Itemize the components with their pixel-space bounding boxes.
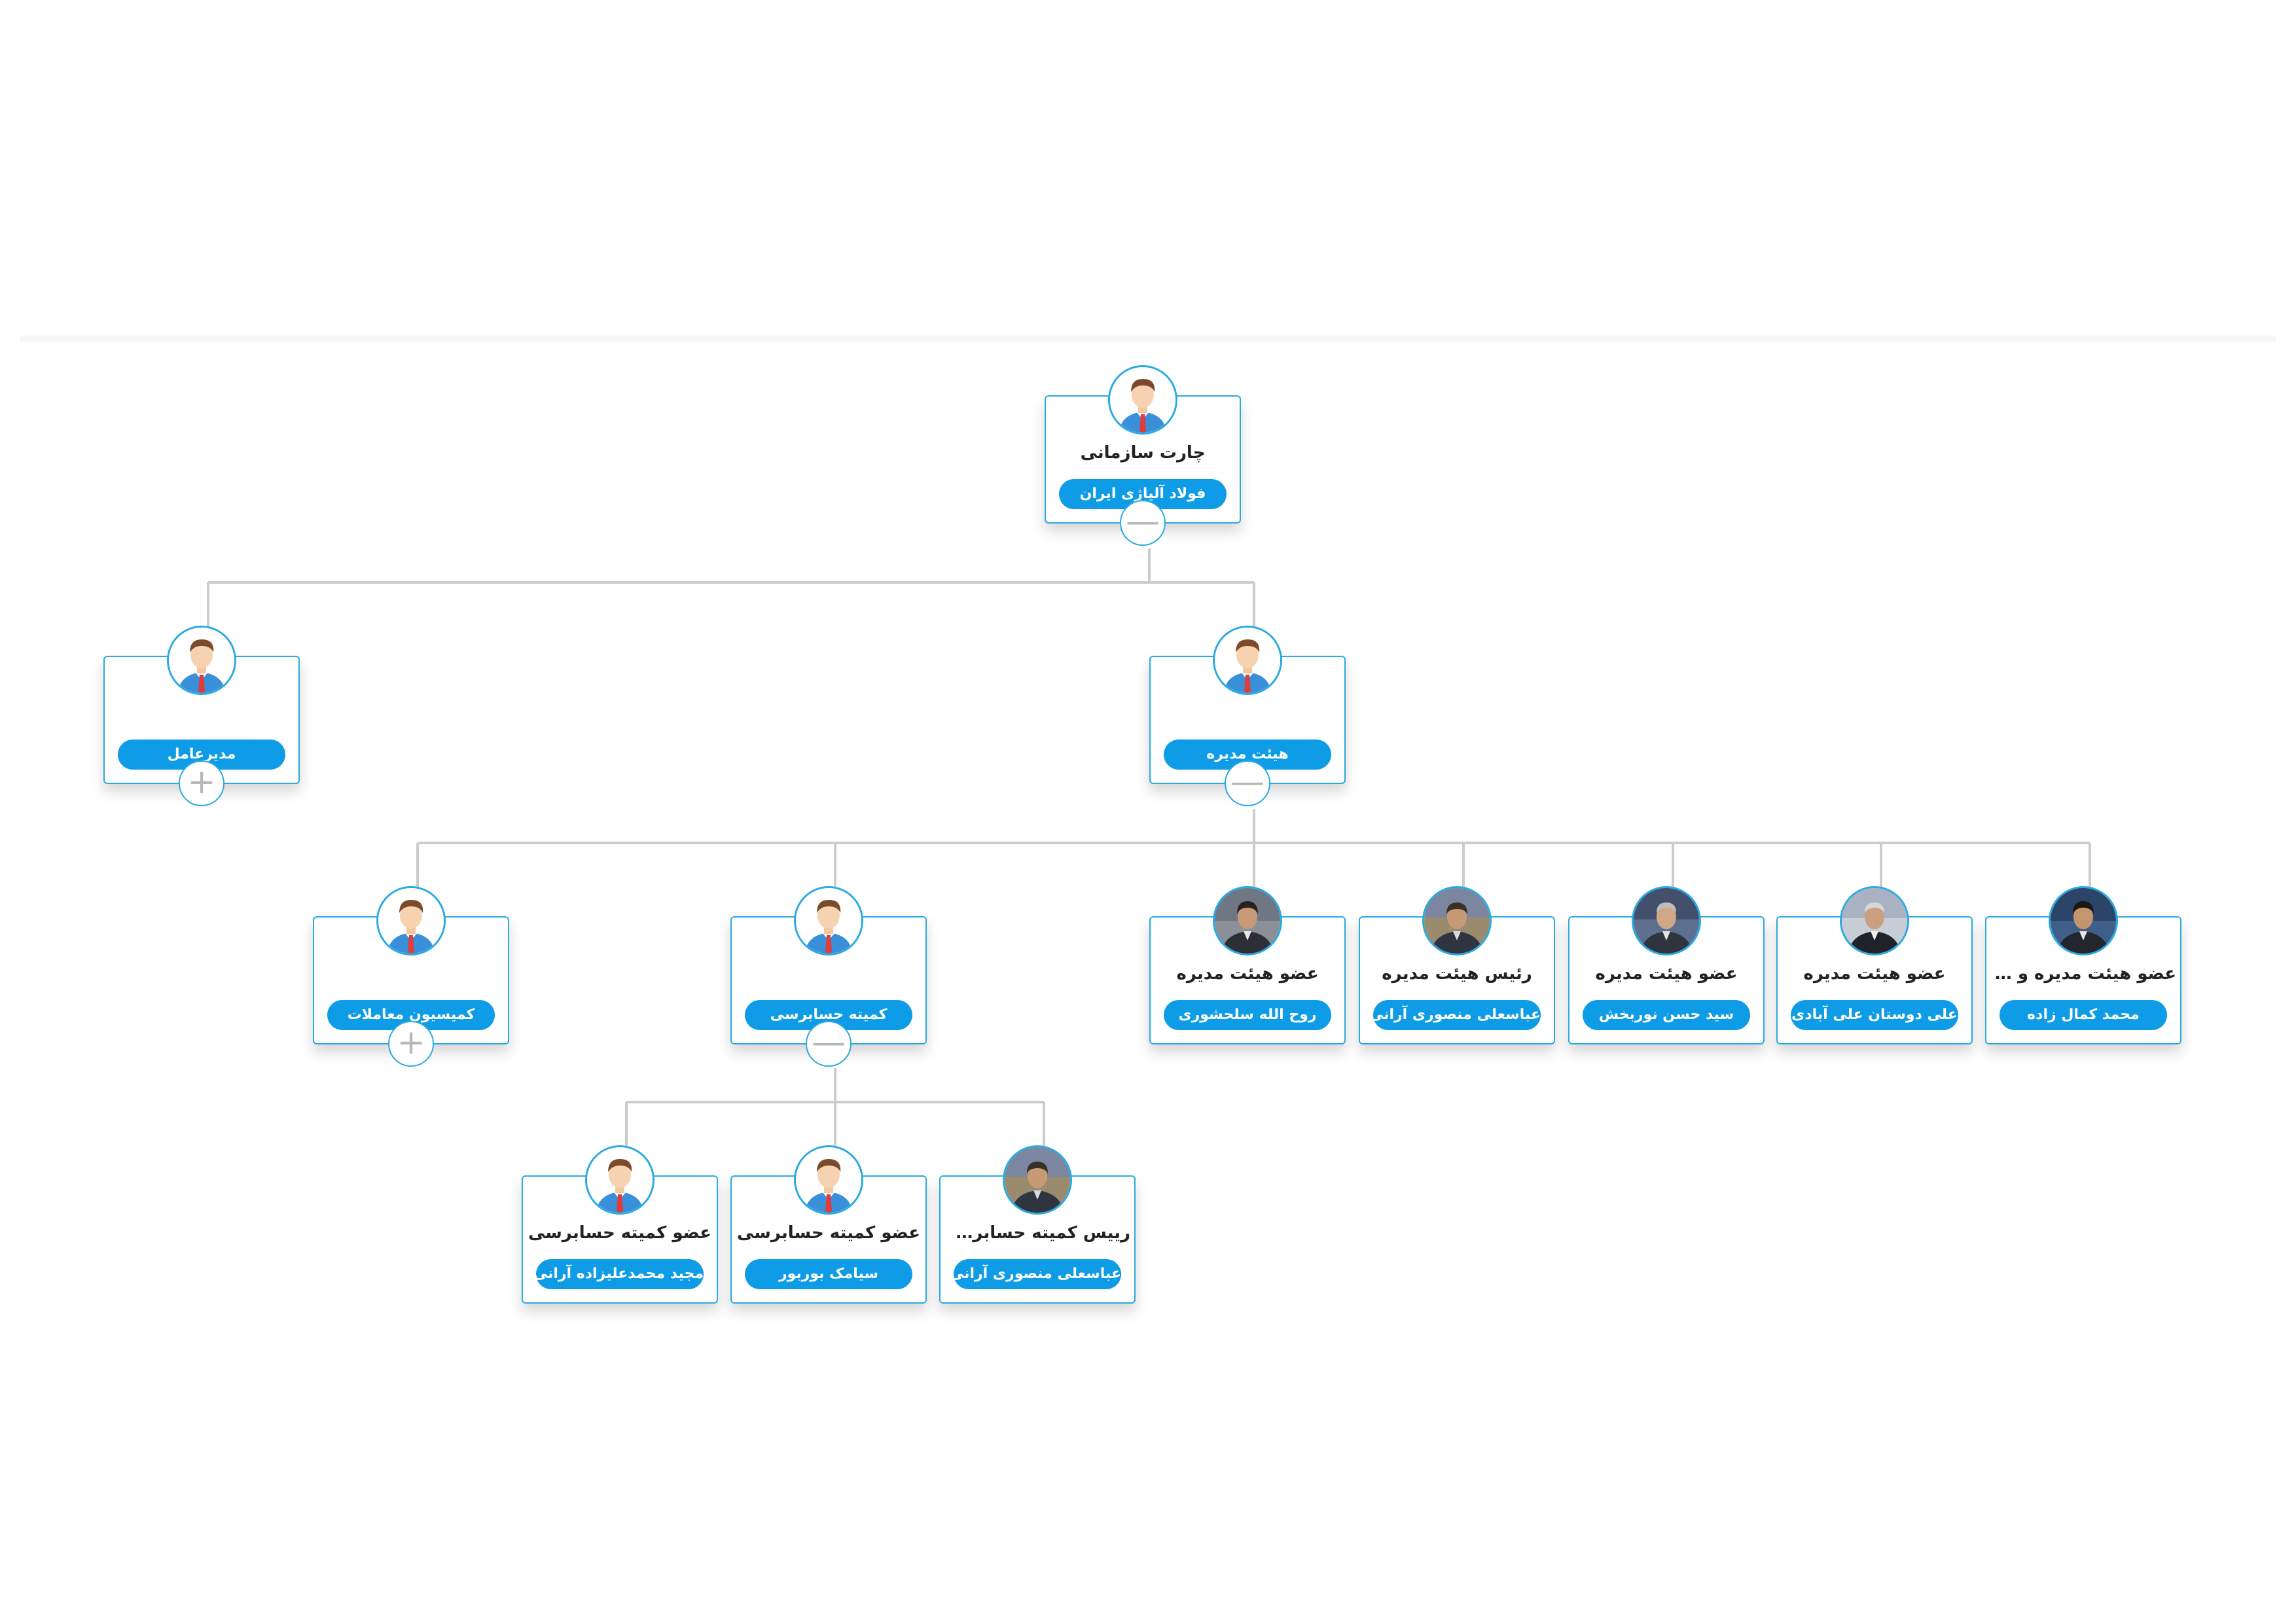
male-avatar-icon xyxy=(794,886,863,955)
org-node-board-member[interactable]: رئیس هیئت مدیره عباسعلی منصوری آرانی xyxy=(1359,886,1555,1044)
org-node-root[interactable]: چارت سازمانی فولاد آلیاژی ایران — xyxy=(1045,365,1241,546)
node-role: چارت سازمانی xyxy=(1080,443,1206,463)
node-name-pill: روح الله سلحشوری xyxy=(1164,1000,1331,1030)
portrait-photo-icon xyxy=(1003,1145,1072,1215)
org-node-audit-member[interactable]: عضو کمیته حسابرسی مجید محمدعلیزاده آرانی xyxy=(522,1145,718,1304)
node-name-pill: محمد کمال زاده xyxy=(2000,1000,2167,1030)
org-node-board-member[interactable]: عضو هیئت مدیره سید حسن نوربخش xyxy=(1568,886,1765,1044)
header-band xyxy=(20,334,2276,344)
portrait-photo-icon xyxy=(2049,886,2118,955)
male-avatar-icon xyxy=(1108,365,1177,435)
portrait-photo-icon xyxy=(1840,886,1909,955)
org-node-ceo[interactable]: مدیرعامل + xyxy=(103,626,300,806)
org-node-board-member[interactable]: عضو هیئت مدیره علی دوستان علی آبادی xyxy=(1776,886,1973,1044)
org-node-audit-member[interactable]: عضو کمیته حسابرسی سیامک بوربور xyxy=(730,1145,927,1304)
portrait-photo-icon xyxy=(1213,886,1282,955)
org-node-board[interactable]: هیئت مدیره — xyxy=(1149,626,1346,806)
male-avatar-icon xyxy=(794,1145,863,1215)
node-name-pill: علی دوستان علی آبادی xyxy=(1791,1000,1958,1030)
node-name-pill: عباسعلی منصوری آرانی xyxy=(1373,1000,1541,1030)
node-role: رییس کمیته حسابرسی xyxy=(944,1223,1130,1243)
org-node-trade-commission[interactable]: کمیسیون معاملات + xyxy=(313,886,509,1067)
node-role: عضو هیئت مدیره xyxy=(1595,964,1738,984)
portrait-photo-icon xyxy=(1632,886,1701,955)
org-node-board-member[interactable]: عضو هیئت مدیره و مدیرعامل محمد کمال زاده xyxy=(1985,886,2181,1044)
node-role: عضو هیئت مدیره و مدیرعامل xyxy=(1990,964,2176,984)
collapse-toggle-button[interactable]: — xyxy=(1225,760,1270,806)
node-name-pill: مجید محمدعلیزاده آرانی xyxy=(536,1259,704,1289)
node-name-pill: کمیته حسابرسی xyxy=(745,1000,912,1030)
node-role: عضو کمیته حسابرسی xyxy=(528,1223,712,1243)
connector-root xyxy=(207,548,1255,654)
collapse-toggle-button[interactable]: — xyxy=(1120,500,1166,546)
male-avatar-icon xyxy=(585,1145,655,1215)
node-name-pill: کمیسیون معاملات xyxy=(327,1000,495,1030)
male-avatar-icon xyxy=(167,626,236,695)
org-node-audit-committee[interactable]: کمیته حسابرسی — xyxy=(730,886,927,1067)
node-name-pill: سید حسن نوربخش xyxy=(1583,1000,1750,1030)
expand-toggle-button[interactable]: + xyxy=(388,1021,434,1067)
collapse-toggle-button[interactable]: — xyxy=(806,1021,852,1067)
org-node-board-member[interactable]: عضو هیئت مدیره روح الله سلحشوری xyxy=(1149,886,1346,1044)
male-avatar-icon xyxy=(376,886,446,955)
node-role: عضو هیئت مدیره xyxy=(1176,964,1319,984)
node-role: عضو هیئت مدیره xyxy=(1803,964,1946,984)
node-name-pill: سیامک بوربور xyxy=(745,1259,912,1289)
male-avatar-icon xyxy=(1213,626,1282,695)
portrait-photo-icon xyxy=(1422,886,1492,955)
node-role: رئیس هیئت مدیره xyxy=(1382,964,1532,984)
org-node-audit-chair[interactable]: رییس کمیته حسابرسی عباسعلی منصوری آرانی xyxy=(939,1145,1136,1304)
node-role: عضو کمیته حسابرسی xyxy=(736,1223,921,1243)
expand-toggle-button[interactable]: + xyxy=(179,760,224,806)
node-name-pill: عباسعلی منصوری آرانی xyxy=(954,1259,1121,1289)
